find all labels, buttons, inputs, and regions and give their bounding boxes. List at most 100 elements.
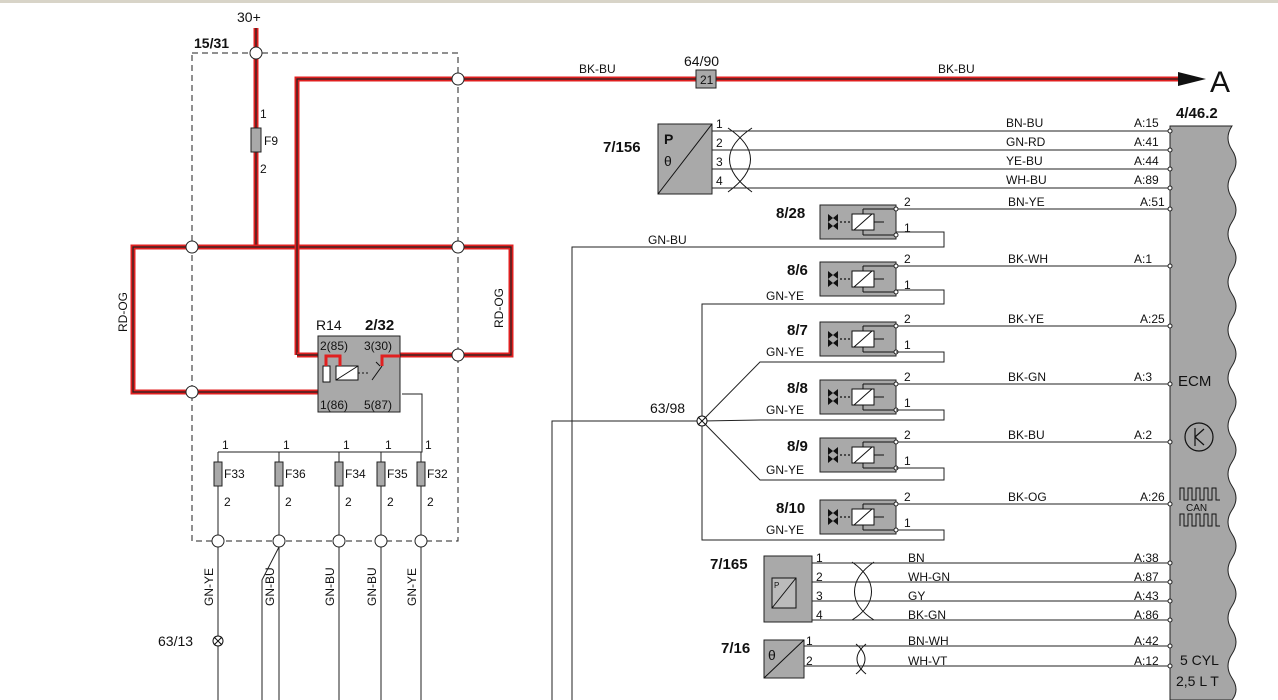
sensor-7156-ecm-pin: A:44 [1134, 154, 1159, 168]
injector-ref: 8/10 [776, 500, 805, 517]
injector-pin-2: 2 [904, 428, 911, 442]
fuse-pin-bottom: 2 [224, 495, 231, 509]
fuse-wire-label: GN-BU [263, 567, 277, 606]
main-wire-right-label: BK-BU [938, 62, 975, 76]
injector-ref: 8/6 [787, 262, 808, 279]
relay-pin-87: 5(87) [364, 398, 392, 412]
injector-pin-1: 1 [904, 454, 911, 468]
sensor-716-pin: 2 [806, 654, 813, 668]
fuse-label: F35 [387, 467, 408, 481]
sensor-7165-ecm-pin: A:86 [1134, 608, 1159, 622]
sensor-7165-pin: 4 [816, 608, 823, 622]
fuse-pin-top: 1 [425, 438, 432, 452]
main-wire-left-label: BK-BU [579, 62, 616, 76]
injector-ref: 8/9 [787, 438, 808, 455]
sensor-716-ecm-pin: A:12 [1134, 654, 1159, 668]
twisted-pair-icon [727, 127, 753, 193]
fuse-label: F34 [345, 467, 366, 481]
injector-pin-1: 1 [904, 396, 911, 410]
sensor-7156-ecm-pin: A:89 [1134, 173, 1159, 187]
sensor-7156-pin: 1 [716, 117, 723, 131]
can-bus-icon [1179, 487, 1220, 527]
engine-displacement: 2,5 L T [1176, 673, 1219, 689]
relay-ref: 2/32 [365, 317, 394, 334]
injector-ecm-pin: A:2 [1134, 428, 1152, 442]
injector-ecm-pin: A:26 [1140, 490, 1165, 504]
injector-pin-1: 1 [904, 338, 911, 352]
sensor-7165-ref: 7/165 [710, 556, 748, 573]
injector-pin-2: 2 [904, 312, 911, 326]
fuse-pin-bottom: 2 [427, 495, 434, 509]
connector-64-90-pin: 21 [700, 73, 714, 87]
sensor-7165-symbol: P [774, 581, 779, 590]
window-top-edge [0, 0, 1278, 3]
ground-splice-icon [212, 635, 224, 647]
injector-wire-color: BN-YE [1008, 195, 1045, 209]
injector-8-6 [819, 261, 897, 297]
side-wire-left-label: RD-OG [116, 292, 130, 332]
sensor-7156-pin: 3 [716, 155, 723, 169]
injector-ref: 8/8 [787, 380, 808, 397]
injector-pin-2: 2 [904, 490, 911, 504]
fuse-pin-top: 1 [343, 438, 350, 452]
fuse-wire-label: GN-YE [202, 568, 216, 606]
injector-pin-1: 1 [904, 221, 911, 235]
sensor-7156-pin: 2 [716, 136, 723, 150]
sensor-7165-ecm-pin: A:87 [1134, 570, 1159, 584]
sensor-7165-wire-color: GY [908, 589, 925, 603]
injector-pin-2: 2 [904, 370, 911, 384]
arrow-label: A [1210, 66, 1230, 99]
relay-pin-85: 2(85) [320, 339, 348, 353]
sensor-7165-ecm-pin: A:38 [1134, 551, 1159, 565]
relay-code: R14 [316, 317, 342, 333]
sensor-7156-wire-color: GN-RD [1006, 135, 1046, 149]
twisted-pair-icon-2 [851, 561, 875, 621]
injector-return-wire-label: GN-BU [648, 233, 687, 247]
transistor-icon [1184, 422, 1214, 452]
relay-2-32 [317, 335, 401, 413]
injector-wire-color: BK-WH [1008, 252, 1048, 266]
relay-pin-86: 1(86) [320, 398, 348, 412]
injector-wire-color: BK-BU [1008, 428, 1045, 442]
fuse-pin-bottom: 2 [285, 495, 292, 509]
supply-label: 30+ [237, 9, 261, 25]
injector-ecm-pin: A:51 [1140, 195, 1165, 209]
connector-64-90 [695, 69, 717, 89]
fuse-wire-label: GN-BU [365, 567, 379, 606]
injector-8-10 [819, 499, 897, 535]
injector-wire-color: BK-GN [1008, 370, 1046, 384]
sensor-7156-pin: 4 [716, 174, 723, 188]
sensor-7156-symbol-bottom: θ [664, 153, 672, 169]
fuse-pin-top: 1 [222, 438, 229, 452]
splice-icon [696, 415, 708, 427]
injector-wire-color: BK-OG [1008, 490, 1047, 504]
ecm-name: ECM [1178, 373, 1211, 390]
sensor-716-ecm-pin: A:42 [1134, 634, 1159, 648]
sensor-7156-ecm-pin: A:15 [1134, 116, 1159, 130]
fuse-wire-label: GN-YE [405, 568, 419, 606]
relay-pin-30: 3(30) [364, 339, 392, 353]
sensor-7165-wire-color: BN [908, 551, 925, 565]
injector-ecm-pin: A:1 [1134, 252, 1152, 266]
fuse-pin-top: 1 [385, 438, 392, 452]
injector-ecm-pin: A:25 [1140, 312, 1165, 326]
injector-ref: 8/7 [787, 322, 808, 339]
injector-pin-2: 2 [904, 195, 911, 209]
sensor-716-pin: 1 [806, 634, 813, 648]
sensor-7156-wire-color: YE-BU [1006, 154, 1043, 168]
engine-cyl: 5 CYL [1180, 652, 1219, 668]
fuse-f9 [250, 127, 262, 153]
side-wire-right-label: RD-OG [492, 288, 506, 328]
fuse-pin-top: 1 [283, 438, 290, 452]
sensor-716-wire-color: WH-VT [908, 654, 948, 668]
ecm-block [1169, 125, 1237, 700]
fuse-label: F32 [427, 467, 448, 481]
sensor-7156-symbol-top: P [664, 131, 673, 147]
ecm-ref: 4/46.2 [1176, 105, 1218, 122]
sensor-716-ref: 7/16 [721, 640, 750, 657]
sensor-716-symbol: θ [768, 647, 776, 663]
sensor-7165-pin: 2 [816, 570, 823, 584]
